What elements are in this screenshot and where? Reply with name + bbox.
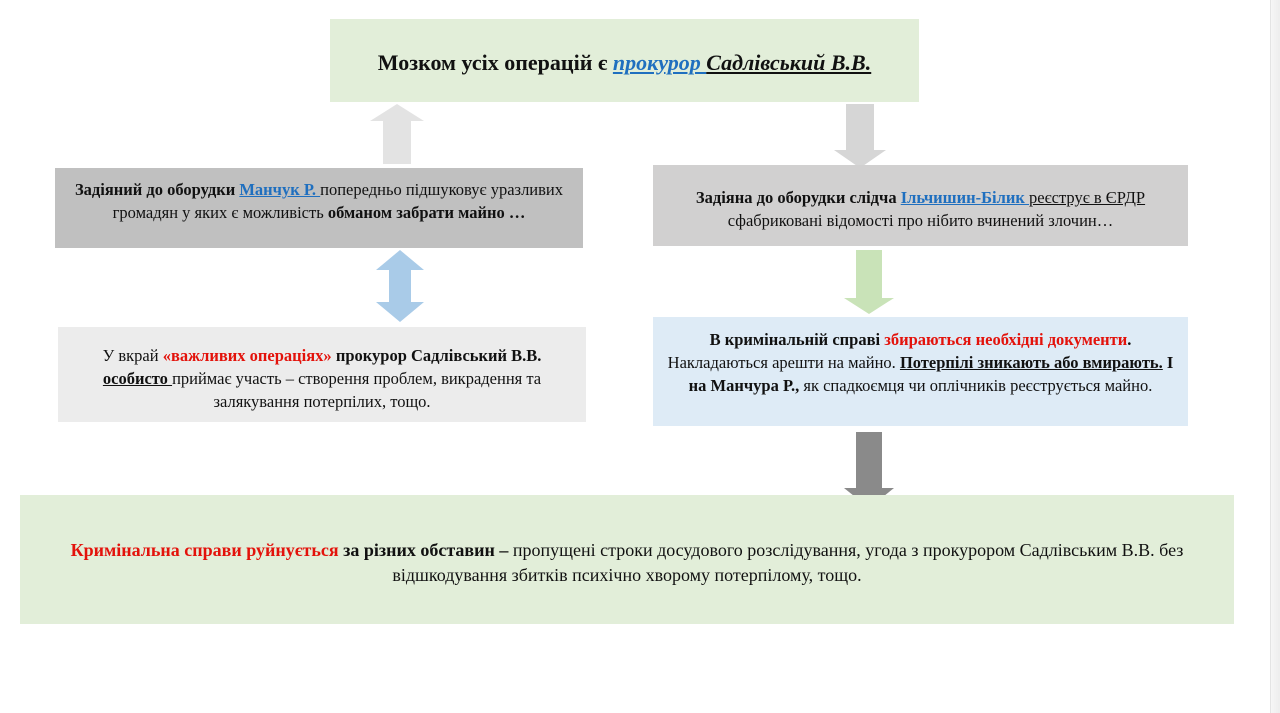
left2-personally: особисто [102, 369, 173, 388]
victims-disappear: Потерпілі зникають або вмирають. [899, 353, 1163, 372]
scrollbar[interactable] [1270, 0, 1280, 713]
left1-emphasis: обманом забрати майно … [327, 203, 526, 222]
case-collapses: Кримінальна справи руйнується [70, 540, 339, 560]
left2-prosecutor: прокурор Садлівський В.В. [331, 346, 542, 365]
left1-body: попередньо підшуковує уразливих громадян… [112, 180, 564, 222]
double-arrow-icon [376, 250, 424, 322]
investigator-box: Задіяна до оборудки слідча Ільчишин-Біли… [653, 165, 1188, 246]
right1-body: сфабриковані відомості про нібито вчинен… [727, 211, 1114, 230]
manchuk-link[interactable]: Манчук Р. [239, 180, 321, 199]
arrow-down-icon [844, 432, 894, 508]
right2-dot: . [1127, 330, 1132, 349]
arrow-up-icon [370, 104, 424, 164]
right2-arrests: Накладаються арешти на майно. [667, 353, 900, 372]
top-box: Мозком усіх операцій є прокурор Садлівсь… [330, 19, 919, 102]
arrow-down-icon [844, 250, 894, 314]
manchuk-box: Задіяний до оборудки Манчук Р. попереднь… [55, 168, 583, 248]
operations-box: У вкрай «важливих операціях» прокурор Са… [58, 327, 586, 422]
top-text-lead: Мозком усіх операцій є [377, 49, 613, 75]
case-collapse-box: Кримінальна справи руйнується за різних … [20, 495, 1234, 624]
documents-collected: збираються необхідні документи [884, 330, 1128, 349]
arrow-down-icon [834, 104, 886, 168]
left1-lead: Задіяний до оборудки [74, 180, 240, 199]
right1-registry: реєструє в ЄРДР [1029, 188, 1146, 207]
prosecutor-name: Садлівський В.В. [706, 49, 872, 75]
criminal-case-box: В кримінальній справі збираються необхід… [653, 317, 1188, 426]
right2-manchur: І на Манчура Р., [688, 353, 1174, 395]
bottom-body: пропущені строки досудового розслідуванн… [392, 540, 1184, 585]
ilchyshyn-link[interactable]: Ільчишин-Білик [900, 188, 1030, 207]
right2-lead: В кримінальній справі [709, 330, 885, 349]
left2-body: приймає участь – створення проблем, викр… [172, 369, 542, 411]
top-text: Мозком усіх операцій є прокурор Садлівсь… [378, 50, 871, 76]
important-operations: «важливих операціях» [162, 346, 332, 365]
right2-body: як спадкоємця чи оплічників реєструється… [799, 376, 1153, 395]
bottom-circumstances: за різних обставин – [338, 540, 509, 560]
left2-lead: У вкрай [102, 346, 163, 365]
right1-lead: Задіяна до оборудки слідча [695, 188, 901, 207]
prosecutor-link[interactable]: прокурор [612, 49, 707, 75]
